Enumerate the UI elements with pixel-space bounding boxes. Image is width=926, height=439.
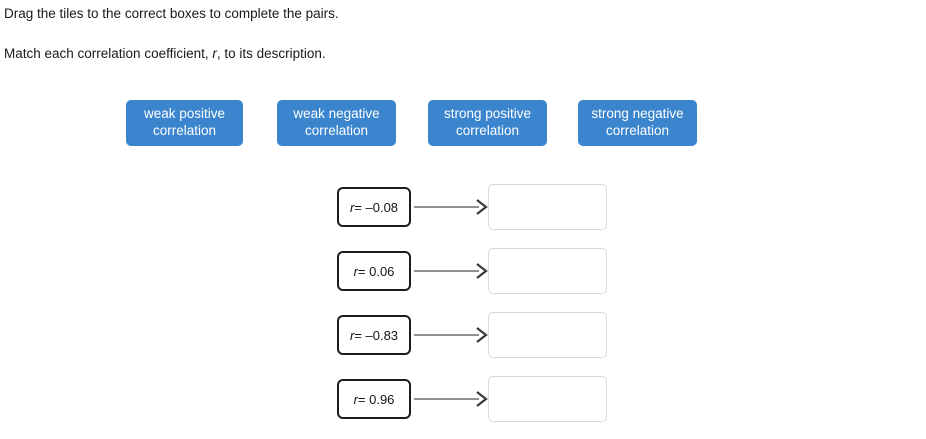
match-row: r = –0.08 — [0, 184, 926, 237]
r-symbol: r — [353, 391, 358, 407]
tiles-container: weak positive correlation weak negative … — [126, 100, 706, 148]
match-row: r = 0.06 — [0, 248, 926, 301]
r-value-box: r = –0.83 — [337, 315, 411, 355]
tile-label-line1: weak positive — [143, 106, 226, 121]
r-symbol: r — [353, 263, 358, 279]
r-symbol: r — [349, 199, 355, 215]
arrow-icon — [414, 263, 488, 279]
tile-label-line1: strong negative — [591, 106, 684, 121]
r-symbol: r — [349, 327, 355, 343]
r-value-box: r = 0.06 — [337, 251, 411, 291]
drop-zone[interactable] — [488, 376, 607, 422]
match-row: r = –0.83 — [0, 312, 926, 365]
drop-zone[interactable] — [488, 184, 607, 230]
r-value-text: = 0.06 — [357, 263, 395, 279]
instruction-drag-tiles: Drag the tiles to the correct boxes to c… — [4, 6, 339, 21]
tile-label-line1: strong positive — [443, 106, 532, 121]
match-row: r = 0.96 — [0, 376, 926, 429]
tile-strong-positive-correlation[interactable]: strong positive correlation — [428, 100, 547, 146]
tile-label-line2: correlation — [304, 123, 369, 138]
instruction-match-prompt: Match each correlation coefficient, r, t… — [4, 46, 326, 62]
arrow-icon — [414, 327, 488, 343]
drop-zone[interactable] — [488, 248, 607, 294]
r-value-text: = 0.96 — [357, 391, 395, 407]
tile-weak-negative-correlation[interactable]: weak negative correlation — [277, 100, 396, 146]
instruction-match-prefix: Match each correlation coefficient, — [4, 46, 213, 61]
arrow-icon — [414, 391, 488, 407]
r-value-box: r = 0.96 — [337, 379, 411, 419]
tile-label-line2: correlation — [152, 123, 217, 138]
instruction-match-suffix: , to its description. — [216, 46, 326, 61]
drop-zone[interactable] — [488, 312, 607, 358]
r-value-text: = –0.83 — [354, 327, 399, 343]
arrow-icon — [414, 199, 488, 215]
tile-weak-positive-correlation[interactable]: weak positive correlation — [126, 100, 243, 146]
tile-label-line1: weak negative — [293, 106, 380, 121]
tile-label-line2: correlation — [605, 123, 670, 138]
r-value-text: = –0.08 — [354, 199, 399, 215]
tile-label-line2: correlation — [455, 123, 520, 138]
tile-strong-negative-correlation[interactable]: strong negative correlation — [578, 100, 697, 146]
correlation-variable-r: r — [212, 46, 217, 61]
r-value-box: r = –0.08 — [337, 187, 411, 227]
